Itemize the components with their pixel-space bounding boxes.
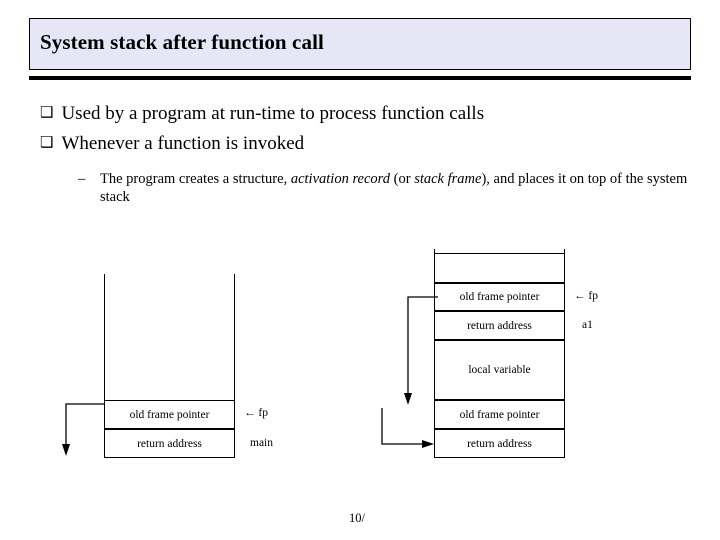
page-title: System stack after function call [40,30,324,54]
sub-text-italic2: stack frame [414,171,482,187]
bullet-item-2: ❑ Whenever a function is invoked [40,133,304,155]
sub-text-part3: ), and places it on top of the system st… [100,171,688,205]
bullet-text-2: Whenever a function is invoked [61,133,305,154]
left-stack-wall-right [234,274,235,405]
sub-text-part2: (or [390,171,415,187]
right-cell-local-variable: local variable [434,340,565,400]
right-stack-link-arrow [404,296,438,405]
sub-bullet-dash: – [78,171,86,187]
page-number: 10/ [349,511,365,525]
title-divider [29,76,691,80]
bullet-marker-icon: ❑ [40,133,54,151]
right-stack-bottom-arrow [381,408,434,448]
right-cell-empty-top [434,253,565,283]
bullet-item-1: ❑ Used by a program at run-time to proces… [40,103,484,125]
left-cell-old-frame-pointer: old frame pointer [104,400,235,429]
right-cell-return-address-top: return address [434,311,565,340]
right-cell-old-frame-pointer-top: old frame pointer [434,283,565,311]
bullet-text-1: Used by a program at run-time to process… [61,103,485,124]
left-frame-label-main: main [250,437,273,449]
right-cell-old-frame-pointer-bottom: old frame pointer [434,400,565,429]
left-fp-marker: ← fp [244,407,268,419]
sub-text-italic1: activation record [290,171,391,187]
right-cell-return-address-bottom: return address [434,429,565,458]
left-cell-return-address: return address [104,429,235,458]
bullet-marker-icon: ❑ [40,103,54,121]
sub-bullet: – The program creates a structure, activ… [78,170,688,206]
right-fp-marker: ← fp [574,290,598,302]
title-box [29,18,691,70]
sub-text-part1: The program creates a structure, [100,171,291,187]
sub-bullet-text: The program creates a structure, activat… [100,170,688,206]
left-stack-wall-left [104,274,105,405]
right-frame-label-a1: a1 [582,319,593,331]
left-stack-arrow [62,403,104,456]
